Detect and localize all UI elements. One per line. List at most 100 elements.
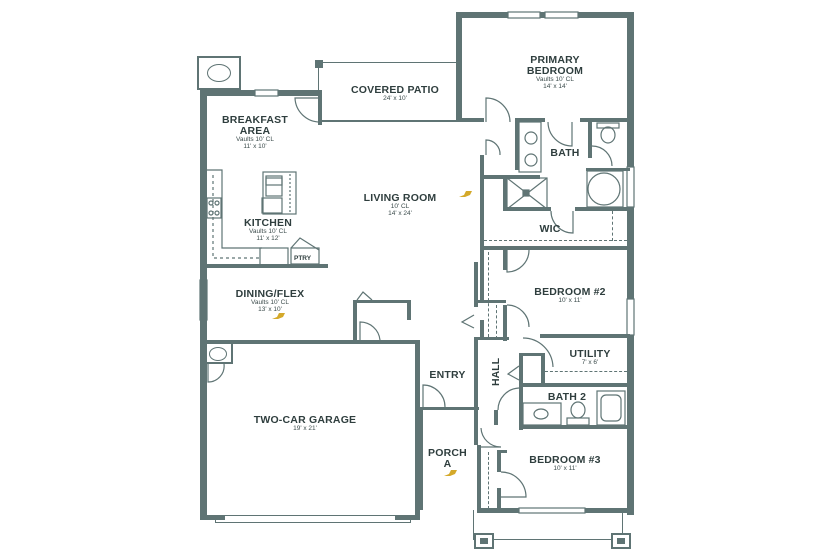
porch-outline	[473, 510, 623, 540]
wall	[474, 340, 478, 445]
wic-shelf-line	[612, 211, 613, 241]
wall	[541, 356, 545, 386]
wall	[477, 445, 481, 510]
door-swing	[294, 97, 321, 123]
wall	[494, 410, 498, 425]
window	[544, 11, 579, 19]
porch-post	[474, 533, 494, 549]
room-primary-bedroom: PRIMARY BEDROOM Vaults 10' CL 14' x 14'	[495, 54, 615, 91]
wic-shelf-line	[484, 240, 627, 241]
tub	[586, 170, 624, 208]
door-swing	[550, 210, 574, 234]
kitchen-sink	[259, 247, 289, 267]
wall	[480, 155, 484, 300]
closet-shelf-line	[496, 305, 497, 339]
door-swing	[485, 97, 511, 123]
wall	[586, 168, 630, 171]
counter-edge	[212, 175, 262, 259]
room-name: BATH	[550, 147, 580, 159]
door-swing	[506, 249, 530, 273]
room-name: UTILITY	[569, 348, 611, 360]
room-name: BEDROOM #2	[534, 286, 606, 298]
wall	[480, 246, 630, 250]
room-size: 14' x 14'	[543, 82, 567, 90]
room-bath: BATH	[540, 147, 590, 159]
porch-post	[611, 533, 631, 549]
wall	[540, 12, 545, 18]
counter	[207, 169, 262, 249]
room-ceiling: Vaults 10' CL	[536, 76, 574, 84]
wall	[200, 90, 207, 518]
room-size: 10' x 11'	[553, 465, 577, 473]
window	[254, 89, 279, 97]
wall	[353, 300, 411, 303]
wall	[515, 118, 519, 170]
wall	[456, 118, 484, 122]
shower-drain	[522, 189, 530, 197]
room-pantry-label: PTRY	[294, 255, 312, 262]
wall	[200, 90, 255, 96]
room-bedroom-2: BEDROOM #2 10' x 11'	[520, 286, 620, 305]
room-name: TWO-CAR GARAGE	[253, 414, 357, 426]
wall	[519, 400, 523, 430]
wall	[585, 508, 634, 513]
room-name: ENTRY	[429, 369, 466, 381]
wall	[580, 118, 630, 122]
room-wic: WIC	[520, 223, 580, 235]
door-swing	[506, 304, 530, 328]
room-size: 11' x 12'	[256, 234, 280, 242]
room-name: DINING/FLEX	[235, 288, 305, 300]
door-swing	[460, 314, 475, 329]
stairs-marker-icon	[459, 191, 472, 197]
kitchen-island	[262, 171, 297, 215]
room-ceiling: Vaults 10' CL	[251, 299, 289, 307]
wall	[353, 300, 357, 342]
room-name: BATH 2	[547, 391, 587, 403]
room-size: 14' x 24'	[388, 209, 412, 217]
window	[626, 298, 635, 336]
garage-door	[215, 515, 411, 523]
wall	[200, 340, 420, 344]
room-living-room: LIVING ROOM 10' CL 14' x 24'	[340, 192, 460, 218]
wall	[395, 515, 420, 520]
wall	[540, 334, 630, 338]
door-swing	[506, 365, 520, 381]
door-swing	[207, 363, 225, 383]
wall	[278, 90, 322, 96]
wall	[519, 383, 630, 387]
room-porch: PORCH A	[420, 447, 475, 470]
wall	[407, 300, 411, 320]
room-entry: ENTRY	[420, 369, 475, 381]
door-swing	[522, 337, 554, 368]
water-heater	[205, 344, 233, 364]
wall	[419, 410, 423, 510]
window	[626, 166, 635, 208]
sink-icon	[524, 153, 538, 167]
wall	[419, 407, 479, 410]
room-name: BREAKFAST	[222, 114, 288, 126]
room-name: COVERED PATIO	[351, 84, 439, 96]
wall	[474, 337, 509, 340]
room-size: 19' x 21'	[293, 425, 317, 433]
wall	[480, 175, 540, 179]
room-name: LIVING ROOM	[363, 192, 437, 204]
ac-unit-pad	[197, 56, 241, 90]
room-covered-patio: COVERED PATIO 24' x 10'	[330, 84, 460, 103]
stairs-marker-group	[272, 191, 472, 476]
toilet-icon	[570, 401, 586, 419]
door-swing	[497, 387, 520, 411]
wall	[456, 12, 508, 18]
water-heater-icon	[209, 347, 227, 361]
stairs-marker-icon	[272, 313, 285, 319]
room-size: 13' x 10'	[258, 305, 282, 313]
door-swing	[480, 427, 502, 448]
fridge	[265, 175, 283, 197]
room-bath-2: BATH 2	[537, 391, 597, 403]
room-ceiling: 10' CL	[390, 203, 410, 211]
door-swing	[485, 139, 501, 156]
room-two-car-garage: TWO-CAR GARAGE 19' x 21'	[230, 414, 380, 433]
door-swing	[500, 471, 527, 498]
room-size: 10' x 11'	[558, 297, 582, 305]
wall	[497, 450, 507, 453]
